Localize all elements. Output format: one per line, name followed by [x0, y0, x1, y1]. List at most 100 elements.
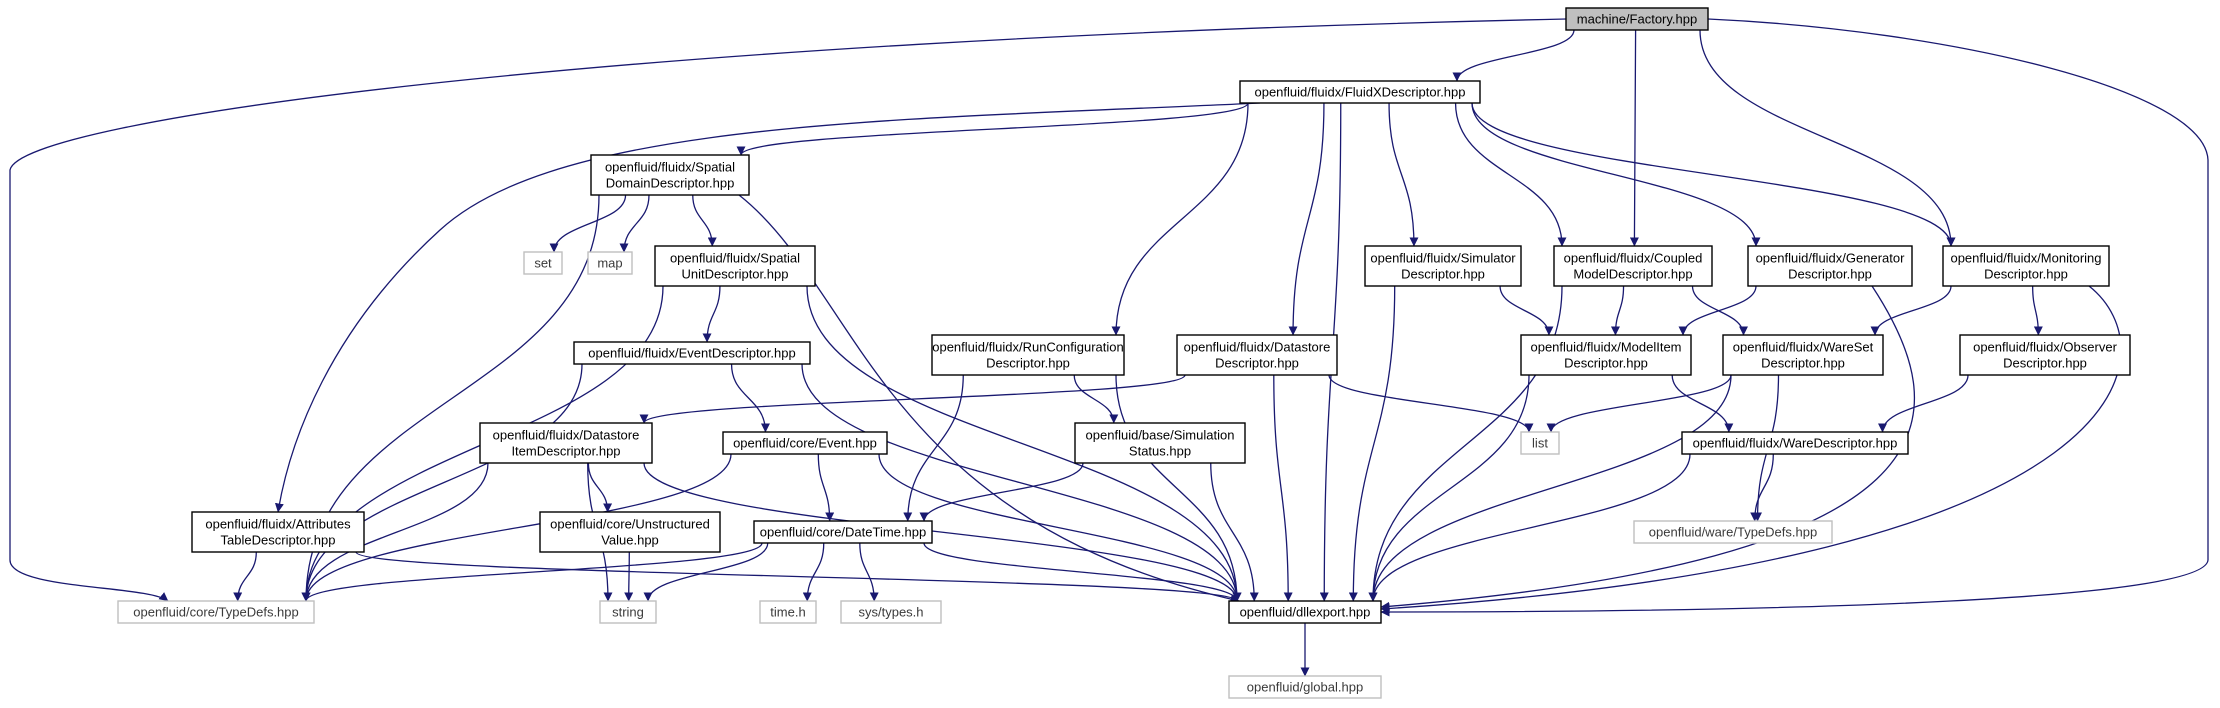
edge — [919, 462, 1084, 522]
edge — [1870, 285, 1952, 336]
node-label: openfluid/core/Unstructured — [550, 517, 710, 532]
node-fluidx[interactable]: openfluid/fluidx/FluidXDescriptor.hpp — [1239, 80, 1481, 104]
node-eventdesc[interactable]: openfluid/fluidx/EventDescriptor.hpp — [573, 341, 811, 365]
node-map: map — [587, 251, 633, 275]
edge — [1610, 285, 1625, 336]
node-coretypedefs: openfluid/core/TypeDefs.hpp — [117, 600, 315, 624]
edge-spatialdomain-to-map — [619, 194, 650, 253]
node-label: list — [1532, 436, 1548, 451]
node-label: TableDescriptor.hpp — [221, 533, 336, 548]
edge — [9, 18, 1567, 602]
edge — [301, 542, 763, 602]
node-label: sys/types.h — [858, 605, 923, 620]
edge — [730, 363, 770, 433]
edge — [1348, 285, 1396, 602]
node-runconfig[interactable]: openfluid/fluidx/RunConfigurationDescrip… — [931, 334, 1125, 376]
edge-eventdesc-to-event — [730, 363, 770, 433]
node-label: openfluid/fluidx/Spatial — [670, 251, 800, 266]
node-waretypedefs: openfluid/ware/TypeDefs.hpp — [1633, 520, 1833, 544]
node-event[interactable]: openfluid/core/Event.hpp — [722, 431, 888, 455]
node-box — [753, 520, 933, 544]
node-box — [931, 334, 1125, 376]
node-coupled[interactable]: openfluid/fluidx/CoupledModelDescriptor.… — [1553, 245, 1713, 287]
node-label: openfluid/fluidx/WareDescriptor.hpp — [1693, 436, 1898, 451]
edge-eventdesc-to-coretypedefs — [301, 363, 583, 602]
node-dllexport[interactable]: openfluid/dllexport.hpp — [1228, 600, 1382, 624]
node-label: openfluid/fluidx/EventDescriptor.hpp — [588, 346, 795, 361]
edge-eventdesc-to-dllexport — [801, 363, 1242, 602]
edge — [643, 542, 769, 602]
node-label: openfluid/fluidx/ModelItem — [1530, 340, 1681, 355]
edge-event-to-datetime — [817, 453, 835, 522]
node-systypes: sys/types.h — [840, 600, 942, 624]
node-label: Descriptor.hpp — [1215, 356, 1299, 371]
edge — [1388, 102, 1419, 247]
node-label: Value.hpp — [601, 533, 659, 548]
node-label: openfluid/fluidx/Monitoring — [1950, 251, 2101, 266]
edge-datetime-to-timeh — [802, 542, 825, 602]
node-monitoring[interactable]: openfluid/fluidx/MonitoringDescriptor.hp… — [1942, 245, 2110, 287]
edge-monitoring-to-wareset — [1870, 285, 1952, 336]
node-label: time.h — [770, 605, 805, 620]
edge — [1328, 374, 1534, 433]
node-box — [599, 600, 657, 624]
node-label: machine/Factory.hpp — [1577, 12, 1697, 27]
edge — [1471, 102, 1956, 247]
edge — [1288, 102, 1325, 336]
edge — [2032, 285, 2043, 336]
edge-fluidx-to-coupled — [1454, 102, 1567, 247]
edge — [806, 285, 1242, 602]
edge — [1368, 374, 1530, 602]
edge-generator-to-dllexport — [1380, 285, 1915, 611]
edge — [549, 194, 627, 253]
edge-runconfig-to-dllexport — [1115, 374, 1242, 602]
edge-spatialunit-to-eventdesc — [702, 285, 721, 343]
edge-datastore-to-dllexport — [1273, 374, 1293, 602]
node-label: openfluid/fluidx/Datastore — [1184, 340, 1331, 355]
edge — [1878, 374, 1969, 433]
edge-datastore-to-datastoreitem — [639, 374, 1186, 424]
node-spatialdomain[interactable]: openfluid/fluidx/SpatialDomainDescriptor… — [590, 154, 750, 196]
node-box — [1520, 431, 1560, 455]
node-label: map — [597, 256, 622, 271]
node-box — [1228, 675, 1382, 699]
edge-waredesc-to-dllexport — [1368, 453, 1691, 602]
node-label: ItemDescriptor.hpp — [511, 444, 620, 459]
edge — [923, 542, 1242, 602]
edge-factory-to-fluidx — [1452, 29, 1575, 82]
edge — [802, 542, 825, 602]
edge-monitoring-to-observer — [2032, 285, 2043, 336]
node-label: Descriptor.hpp — [1564, 356, 1648, 371]
node-spatialunit[interactable]: openfluid/fluidx/SpatialUnitDescriptor.h… — [654, 245, 816, 287]
edge — [1380, 285, 1915, 611]
edge — [301, 453, 732, 602]
node-label: openfluid/fluidx/FluidXDescriptor.hpp — [1254, 85, 1465, 100]
node-datastoreitem[interactable]: openfluid/fluidx/DatastoreItemDescriptor… — [479, 422, 653, 464]
node-list: list — [1520, 431, 1560, 455]
node-factory[interactable]: machine/Factory.hpp — [1565, 7, 1709, 31]
edge-generator-to-modelitem — [1678, 285, 1757, 336]
node-label: openfluid/base/Simulation — [1086, 428, 1235, 443]
node-label: DomainDescriptor.hpp — [606, 176, 735, 191]
node-set: set — [523, 251, 563, 275]
node-label: openfluid/fluidx/Coupled — [1564, 251, 1703, 266]
edge — [587, 462, 613, 513]
edge-monitoring-to-dllexport — [1380, 285, 2122, 613]
node-box — [523, 251, 563, 275]
edge — [1210, 462, 1259, 602]
node-box — [191, 511, 365, 553]
node-datetime[interactable]: openfluid/core/DateTime.hpp — [753, 520, 933, 544]
edge — [301, 462, 489, 602]
edge-fluidx-to-generator — [1471, 102, 1761, 247]
node-waredesc[interactable]: openfluid/fluidx/WareDescriptor.hpp — [1681, 431, 1909, 455]
node-attributes[interactable]: openfluid/fluidx/AttributesTableDescript… — [191, 511, 365, 553]
node-label: openfluid/fluidx/RunConfiguration — [932, 340, 1124, 355]
